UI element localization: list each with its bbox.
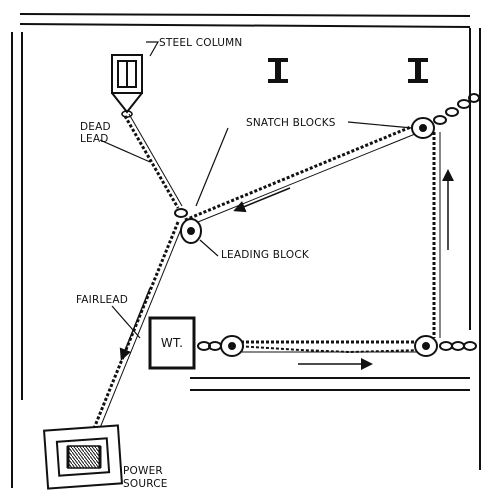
leader-snatch-blocks-left xyxy=(195,127,229,207)
leader-steel-column xyxy=(146,41,160,57)
leader-dead-lead xyxy=(99,139,151,163)
leader-snatch-blocks-right xyxy=(347,121,413,129)
weight-label: WT. xyxy=(161,336,183,350)
snatch-block-lower-right xyxy=(414,335,438,357)
right-wall xyxy=(469,28,481,470)
left-wall xyxy=(11,32,23,488)
motion-arrows xyxy=(119,169,454,370)
arrow-upper-rope xyxy=(233,187,291,213)
leader-lines xyxy=(99,41,413,339)
label-leading-block: LEADING BLOCK xyxy=(221,249,310,261)
weight-box: WT. xyxy=(148,316,196,370)
i-beam-symbol-2 xyxy=(408,58,428,83)
top-wall xyxy=(19,13,471,28)
label-power-source-line1: POWER xyxy=(123,465,163,477)
label-dead-lead-line1: DEAD xyxy=(80,121,111,133)
i-beam-symbol-1 xyxy=(268,58,288,83)
bottom-wall xyxy=(190,377,470,391)
label-fairlead: FAIRLEAD xyxy=(76,294,128,306)
chain-lower-right xyxy=(439,341,477,351)
steel-column xyxy=(111,54,143,114)
label-power-source-line2: SOURCE xyxy=(123,478,168,490)
leader-leading-block xyxy=(199,239,219,257)
label-steel-column: STEEL COLUMN xyxy=(159,37,242,49)
power-source xyxy=(42,424,124,490)
chain-weight xyxy=(197,341,222,351)
leader-fairlead xyxy=(111,305,141,339)
label-dead-lead-line2: LEAD xyxy=(80,133,109,145)
leading-block xyxy=(174,208,202,244)
arrow-fairlead xyxy=(119,287,151,361)
snatch-block-upper xyxy=(411,117,435,139)
label-snatch-blocks: SNATCH BLOCKS xyxy=(246,117,336,129)
ropes xyxy=(84,113,441,451)
snatch-block-lower-left xyxy=(220,335,244,357)
chain-upper xyxy=(433,93,480,125)
walls xyxy=(11,13,481,488)
